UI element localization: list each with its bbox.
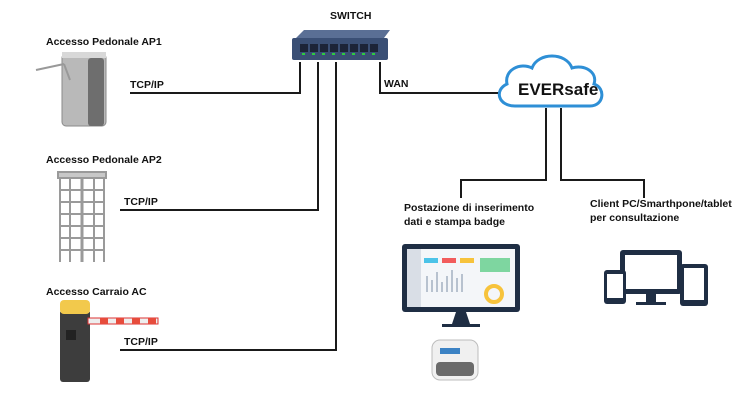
switch-label: SWITCH	[330, 10, 372, 22]
turnstile-ap2-icon	[57, 171, 107, 262]
client-station-label-line2: per consultazione	[590, 212, 680, 224]
wan-link-label: WAN	[384, 78, 409, 90]
badge-station-label-line2: dati e stampa badge	[404, 216, 505, 228]
client-station-label-line1: Client PC/Smarthpone/tablet	[590, 198, 732, 210]
switch-icon	[292, 30, 390, 60]
connection-lines	[120, 62, 645, 351]
line-switch-wan	[379, 62, 505, 94]
badge-station-label-line1: Postazione di inserimento	[404, 202, 535, 214]
turnstile-ap1-icon	[35, 52, 107, 127]
cloud-icon	[497, 54, 604, 108]
line-cloud-client	[560, 108, 645, 198]
line-ap2-switch	[120, 62, 319, 211]
line-ac-switch	[120, 62, 337, 351]
tcp-link-label-ap1: TCP/IP	[130, 79, 164, 91]
monitor-dashboard-icon	[402, 244, 520, 327]
badge-printer-icon	[431, 339, 479, 381]
client-devices-icon	[604, 250, 708, 306]
device-label-ap2: Accesso Pedonale AP2	[46, 154, 162, 166]
cloud-label: EVERsafe	[518, 80, 599, 99]
line-ap1-switch	[130, 62, 301, 94]
device-label-ap1: Accesso Pedonale AP1	[46, 36, 162, 48]
barrier-ac-icon	[60, 300, 159, 382]
tcp-link-label-ac: TCP/IP	[124, 336, 158, 348]
device-label-ac: Accesso Carraio AC	[46, 286, 147, 298]
tcp-link-label-ap2: TCP/IP	[124, 196, 158, 208]
line-cloud-badge	[460, 108, 547, 198]
